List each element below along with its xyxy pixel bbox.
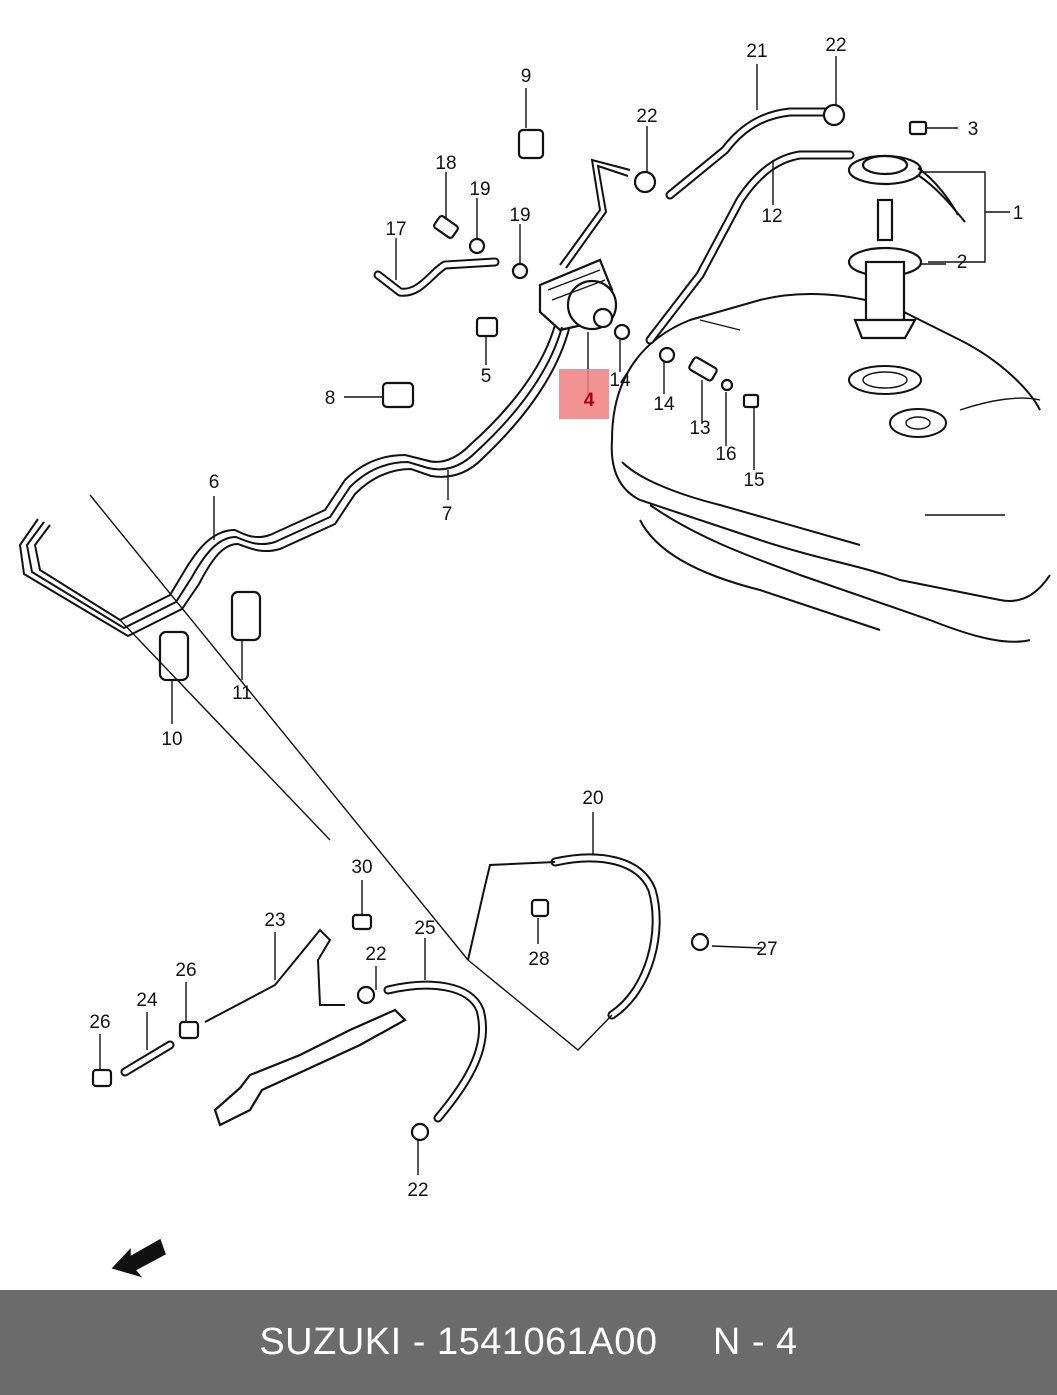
callout-21: 21 — [746, 41, 767, 62]
pipe-filter-inlet — [559, 158, 631, 266]
fuel-pipes-main — [18, 324, 570, 638]
bolt-30 — [351, 913, 373, 931]
washer-14b — [658, 346, 676, 364]
washer-19a — [468, 237, 486, 255]
fuel-system-diagram: 1 2 3 4 5 6 7 8 9 10 11 12 13 14 14 15 1… — [18, 35, 1051, 1278]
fuel-hose-20 — [550, 853, 661, 1020]
callout-24: 24 — [136, 990, 158, 1011]
callout-3: 3 — [968, 119, 979, 140]
callout-13: 13 — [689, 418, 710, 439]
callout-7: 7 — [442, 504, 453, 525]
callout-26a: 26 — [175, 960, 196, 981]
clip-22d — [410, 1122, 430, 1142]
callout-19a: 19 — [469, 179, 490, 200]
callout-22d: 22 — [407, 1180, 428, 1201]
footer-part-number: 1541061A00 — [436, 1321, 658, 1363]
clamp-27 — [690, 932, 710, 952]
callout-20: 20 — [582, 788, 603, 809]
callout-19b: 19 — [509, 205, 530, 226]
callout-25: 25 — [414, 918, 435, 939]
callout-22c: 22 — [365, 944, 386, 965]
footer-ref: N - 4 — [712, 1321, 798, 1363]
callout-11: 11 — [232, 683, 252, 704]
screw-15 — [742, 393, 760, 409]
callout-14a: 14 — [609, 370, 631, 391]
connector-line-b — [119, 619, 331, 841]
front-direction-arrow-icon — [111, 1238, 166, 1278]
callout-8: 8 — [325, 388, 336, 409]
clamp-11 — [230, 590, 262, 642]
fuel-delivery-pipe — [213, 1008, 407, 1127]
callout-30: 30 — [351, 857, 372, 878]
bolt-18 — [433, 215, 459, 239]
clamp-8 — [381, 381, 415, 409]
highlight-box-part-4 — [559, 369, 609, 419]
callout-9: 9 — [521, 66, 532, 87]
callout-14b: 14 — [653, 394, 675, 415]
connector-line-c — [467, 959, 613, 1051]
callout-10: 10 — [161, 729, 182, 750]
clamp-10 — [158, 630, 190, 682]
bolt-13 — [688, 356, 718, 382]
footer-brand: SUZUKI — [259, 1321, 402, 1363]
washer-14a — [613, 323, 631, 341]
washer-16 — [720, 378, 734, 392]
pipe-20-return — [467, 861, 556, 961]
footer-gap — [658, 1321, 713, 1364]
leader-lines — [99, 56, 1010, 1175]
fuel-filter — [538, 258, 618, 332]
callout-17: 17 — [385, 219, 406, 240]
fuel-hose-25 — [383, 980, 488, 1123]
callout-12: 12 — [761, 206, 782, 227]
footer-separator: - — [401, 1321, 437, 1363]
part-number-footer: SUZUKI - 1541061A00 N - 4 — [0, 1290, 1057, 1395]
pipe-filter-inlet-b — [565, 164, 629, 269]
clamp-26b — [178, 1020, 200, 1040]
fuel-pump-assembly — [847, 154, 966, 340]
callout-23: 23 — [264, 910, 285, 931]
callout-4: 4 — [584, 390, 595, 411]
callout-22b: 22 — [636, 106, 657, 127]
washer-19b — [511, 262, 529, 280]
clamp-26a — [91, 1068, 113, 1088]
callout-16: 16 — [715, 444, 736, 465]
connector-line-a — [89, 494, 469, 961]
clip-22b — [822, 103, 846, 127]
clip-22c — [356, 985, 376, 1005]
bolt-5 — [475, 316, 499, 338]
callout-22a: 22 — [825, 35, 846, 56]
clip-22a — [633, 170, 657, 194]
callout-27: 27 — [756, 939, 777, 960]
clip-9 — [517, 128, 545, 160]
callout-1: 1 — [1013, 203, 1024, 224]
callout-26b: 26 — [89, 1012, 110, 1033]
callout-18: 18 — [435, 153, 456, 174]
callout-15: 15 — [743, 470, 764, 491]
pipe-23 — [204, 928, 345, 1023]
callout-2: 2 — [957, 252, 968, 273]
callout-6: 6 — [209, 472, 220, 493]
fuel-tank — [610, 293, 1051, 643]
callout-numbers: 1 2 3 4 5 6 7 8 9 10 11 12 13 14 14 15 1… — [89, 35, 1023, 1201]
screw-3 — [908, 120, 928, 136]
callout-28: 28 — [528, 949, 549, 970]
callout-5: 5 — [481, 366, 492, 387]
clip-28 — [530, 898, 550, 918]
